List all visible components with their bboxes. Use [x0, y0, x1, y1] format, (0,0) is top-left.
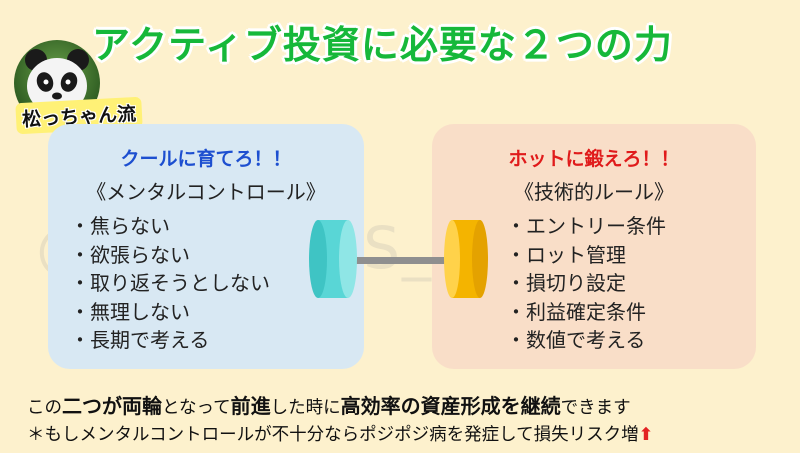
- list-item: ・利益確定条件: [506, 299, 646, 324]
- right-panel-list: ・エントリー条件 ・ロット管理 ・損切り設定 ・利益確定条件 ・数値で考える: [506, 212, 666, 355]
- summary-emphasis: 前進: [230, 394, 271, 418]
- right-panel-heading: ホットに鍛えろ！！: [508, 148, 680, 170]
- summary-text: できます: [560, 398, 631, 418]
- summary-text: した時に: [270, 398, 341, 418]
- summary-emphasis: 両輪: [122, 394, 162, 418]
- right-panel-subtitle: 《技術的ルール》: [514, 180, 674, 204]
- left-panel-heading: クールに育てろ！！: [120, 148, 292, 170]
- list-item: ・無理しない: [70, 299, 190, 324]
- list-item: ・数値で考える: [506, 328, 646, 352]
- right-wheel-icon: [444, 220, 488, 298]
- page-title: アクティブ投資に必要な２つの力: [92, 23, 673, 67]
- left-wheel-icon: [309, 220, 357, 298]
- note-text: ＊もしメンタルコントロールが不十分ならポジポジ病を発症して損失リスク増: [27, 425, 639, 445]
- list-item: ・取り返そうとしない: [70, 271, 270, 295]
- list-item: ・ロット管理: [506, 242, 626, 267]
- axle-bar: [336, 257, 460, 264]
- up-arrow-icon: ⬆: [638, 425, 654, 445]
- summary-line: この二つが両輪となって前進した時に高効率の資産形成を継続できます: [27, 390, 787, 419]
- summary-text: この: [27, 398, 62, 418]
- list-item: ・欲張らない: [70, 242, 190, 267]
- list-item: ・長期で考える: [70, 328, 210, 352]
- list-item: ・焦らない: [70, 214, 170, 238]
- left-panel-list: ・焦らない ・欲張らない ・取り返そうとしない ・無理しない ・長期で考える: [70, 212, 270, 355]
- left-panel-subtitle: 《メンタルコントロール》: [86, 180, 326, 204]
- summary-emphasis: 高効率の資産形成を継続: [340, 394, 561, 418]
- summary-text: となって: [162, 398, 231, 418]
- list-item: ・損切り設定: [506, 271, 626, 295]
- note-line: ＊もしメンタルコントロールが不十分ならポジポジ病を発症して損失リスク増⬆: [27, 421, 787, 446]
- list-item: ・エントリー条件: [506, 214, 666, 238]
- summary-emphasis: 二つが: [62, 394, 122, 418]
